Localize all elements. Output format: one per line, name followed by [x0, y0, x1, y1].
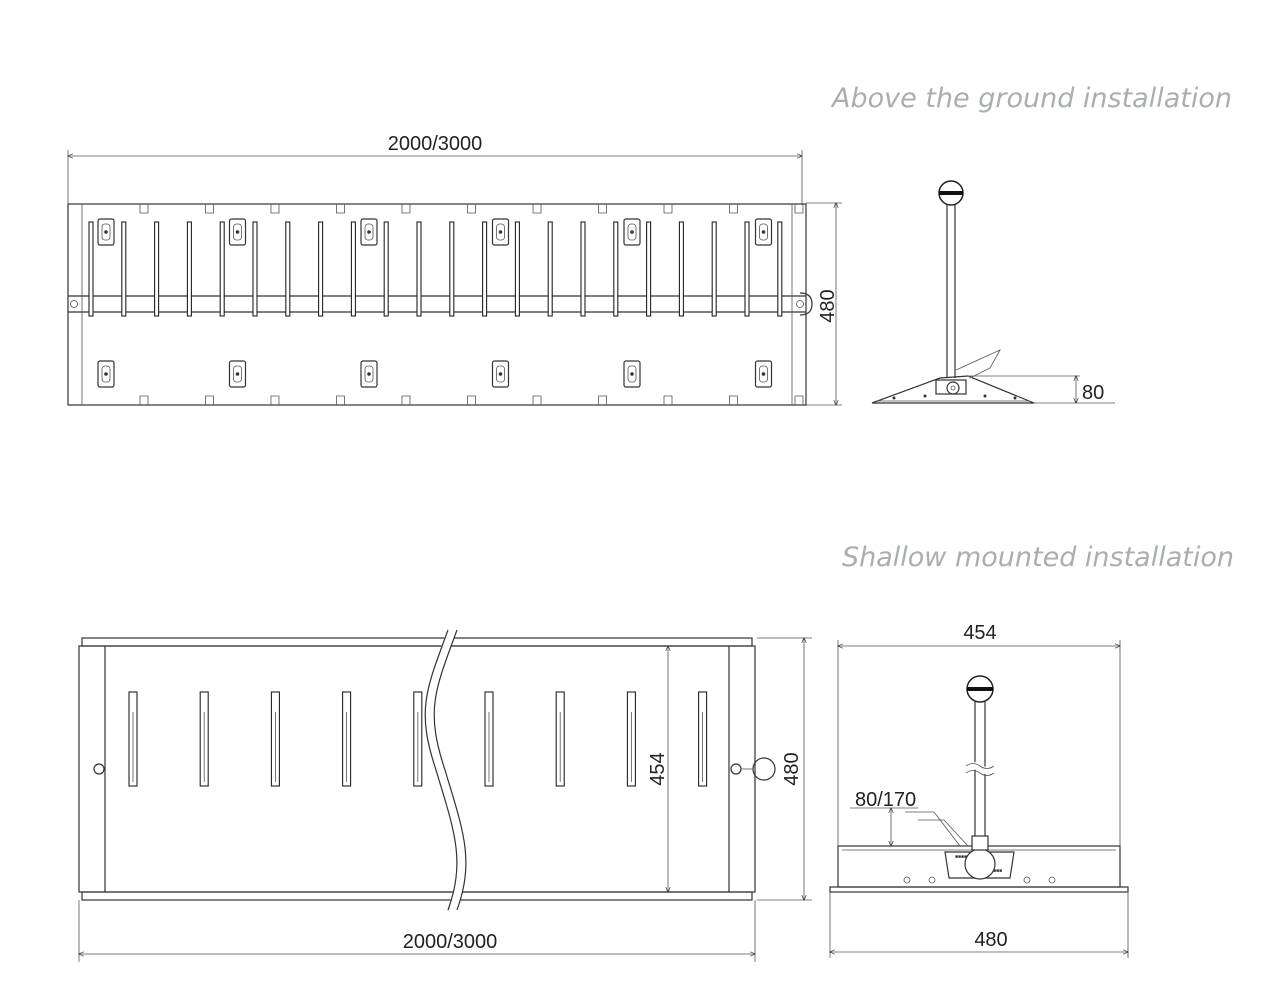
end-knob [752, 757, 776, 781]
spike [678, 221, 684, 317]
spike [514, 221, 520, 317]
spike [580, 221, 586, 317]
spike [613, 221, 619, 317]
outer-width-label: 480 [781, 752, 803, 785]
spike [88, 221, 94, 317]
break-line [424, 629, 458, 911]
length-label: 2000/3000 [403, 931, 498, 953]
above-ground-top-view: 2000/3000 480 [67, 133, 842, 406]
shallow-mounted-side-view: 454 ■■■■ ■■■ 80/170 480 [829, 622, 1129, 958]
side-top-label: 454 [963, 622, 996, 644]
spike [777, 221, 783, 317]
caption-shallow-mounted: Shallow mounted installation [842, 542, 1234, 573]
shallow-mounted-top-view: 454 480 2000/3000 [78, 628, 812, 962]
spike [252, 221, 258, 317]
spike [285, 221, 291, 317]
spike [744, 221, 750, 317]
barrier-outline [67, 203, 807, 406]
length-label: 2000/3000 [388, 133, 483, 155]
spike [154, 221, 160, 317]
above-ground-side-view: 80 [871, 180, 1115, 404]
spike [318, 221, 324, 317]
end-knob [799, 292, 813, 316]
spike [121, 221, 127, 317]
spike [646, 221, 652, 317]
spike [547, 221, 553, 317]
spike [416, 221, 422, 317]
spike [186, 221, 192, 317]
svg-text:■■■: ■■■ [993, 868, 1002, 874]
svg-text:■■■■: ■■■■ [955, 854, 967, 860]
spike [711, 221, 717, 317]
spike [449, 221, 455, 317]
spike [350, 221, 356, 317]
spike [219, 221, 225, 317]
caption-above-ground: Above the ground installation [830, 83, 1232, 114]
frame-outline [78, 645, 756, 893]
width-label: 480 [817, 289, 839, 322]
side-bottom-label: 480 [974, 929, 1007, 951]
depth-label: 80/170 [855, 789, 916, 811]
spike [482, 221, 488, 317]
spike [383, 221, 389, 317]
inner-width-label: 454 [647, 752, 669, 785]
height-label: 80 [1082, 382, 1104, 404]
